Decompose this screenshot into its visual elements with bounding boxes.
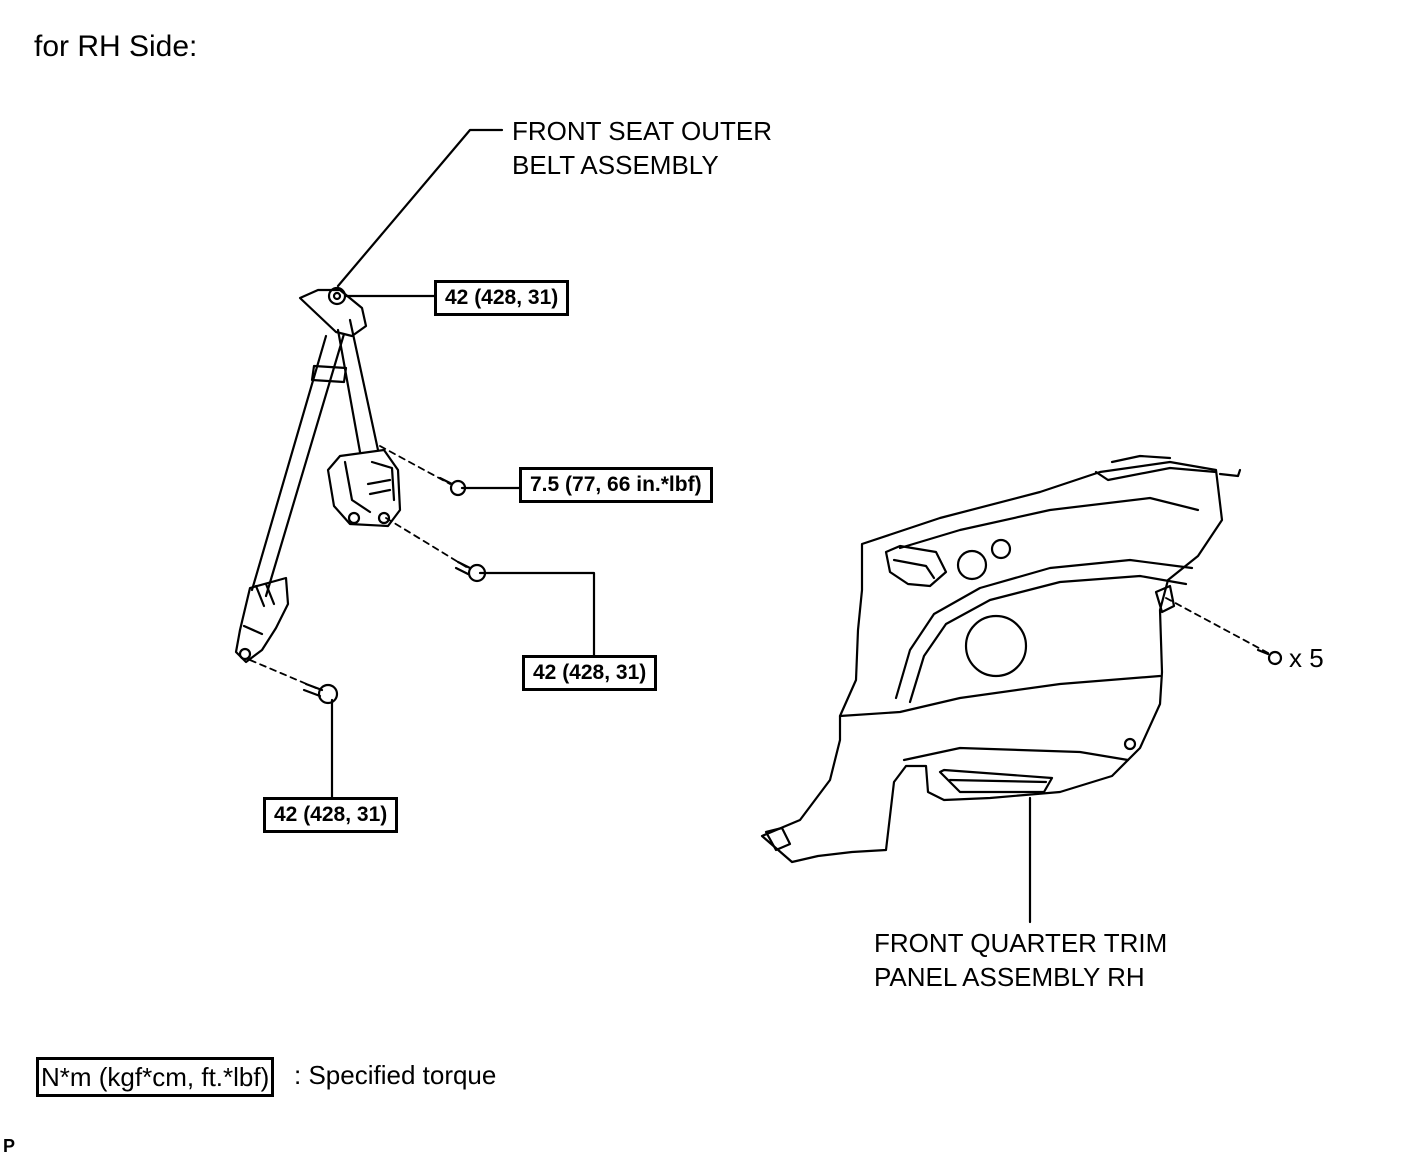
torque-upper-anchor: 42 (428, 31) xyxy=(434,280,570,316)
fasteners xyxy=(302,476,1283,705)
quarter-trim-panel xyxy=(760,454,1242,864)
leader-retractor-bolt xyxy=(478,571,596,658)
label-front-seat-outer-belt: FRONT SEAT OUTER BELT ASSEMBLY xyxy=(512,114,772,182)
legend-description: : Specified torque xyxy=(294,1060,497,1090)
torque-lower-anchor: 42 (428, 31) xyxy=(263,797,399,833)
legend-unit-box: N*m (kgf*cm, ft.*lbf) xyxy=(36,1057,275,1097)
page-heading: for RH Side: xyxy=(34,30,198,63)
label-belt-line1: FRONT SEAT OUTER xyxy=(512,116,773,146)
corner-mark: P xyxy=(3,1136,16,1156)
label-panel-line2: PANEL ASSEMBLY RH xyxy=(874,962,1145,992)
label-panel-line1: FRONT QUARTER TRIM xyxy=(874,928,1168,958)
clip-count: x 5 xyxy=(1289,643,1324,673)
torque-retractor-bolt: 42 (428, 31) xyxy=(522,655,658,691)
label-belt-line2: BELT ASSEMBLY xyxy=(512,150,719,180)
seat-belt-assembly xyxy=(234,286,402,664)
torque-retractor-small: 7.5 (77, 66 in.*lbf) xyxy=(519,467,713,503)
label-front-quarter-trim-panel: FRONT QUARTER TRIM PANEL ASSEMBLY RH xyxy=(874,926,1167,994)
leader-belt-label xyxy=(336,128,504,288)
